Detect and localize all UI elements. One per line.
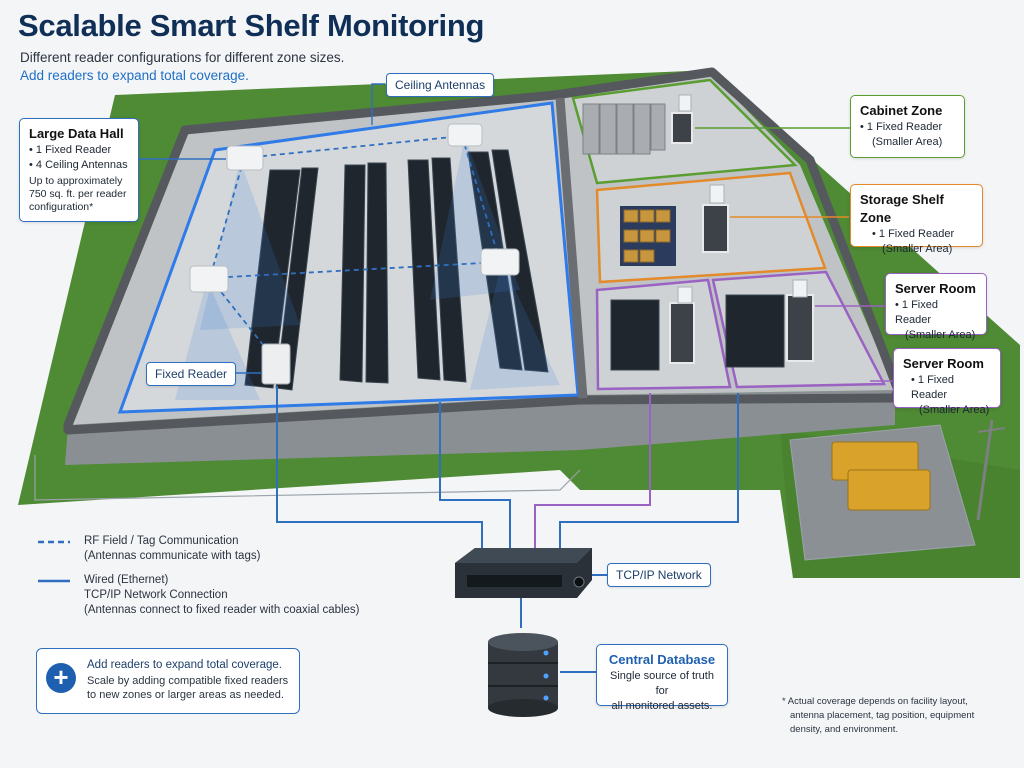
callout-title: Large Data Hall [29,126,124,141]
storage-zone-door [702,204,729,253]
page-title: Scalable Smart Shelf Monitoring [18,8,485,43]
callout-title: Storage Shelf Zone [860,192,944,225]
callout-note: Up to approximately [29,175,123,187]
scale-note: + Add readers to expand total coverage. … [36,648,300,714]
callout-storage-shelf-zone: Storage Shelf Zone • 1 Fixed Reader (Sma… [850,184,983,255]
page-subtitle: Different reader configurations for diff… [20,50,345,65]
scale-note-heading: Add readers to expand total coverage. [87,659,282,671]
generator-icon [847,469,931,511]
legend-wired-desc: TCP/IP Network Connection [84,589,228,601]
callout-tcp-ip-network: TCP/IP Network [607,563,711,587]
ceiling-antenna-icon [226,145,264,171]
callout-line: all monitored assets. [611,700,713,712]
utility-pole-icon [976,419,994,521]
callout-line: • 4 Ceiling Antennas [29,159,128,171]
database-icon [488,633,558,717]
page-subtitle-highlight: Add readers to expand total coverage. [20,68,249,83]
callout-title: Server Room [903,356,984,371]
server-room-2-racks [725,294,785,368]
callout-server-room-1: Server Room • 1 Fixed Reader (Smaller Ar… [885,273,987,341]
outer-wall [63,67,903,435]
scale-note-line: to new zones or larger areas as needed. [87,689,284,701]
callout-title: Cabinet Zone [860,103,943,118]
legend-rf-label: RF Field / Tag Communication [84,535,239,547]
callout-fixed-reader: Fixed Reader [146,362,237,386]
callout-ceiling-antennas: Ceiling Antennas [386,73,495,97]
callout-line: (Smaller Area) [919,404,990,416]
callout-line: (Smaller Area) [882,243,953,255]
callout-server-room-2: Server Room • 1 Fixed Reader (Smaller Ar… [893,348,1001,416]
data-hall-boundary [117,101,580,414]
footnote-line: * Actual coverage depends on facility la… [782,696,968,707]
server-room-1-racks [610,299,660,371]
callout-line: • 1 Fixed Reader [872,228,955,240]
scale-note-text: Add readers to expand total coverage. Sc… [87,658,292,702]
callout-line: • 1 Fixed Reader [860,121,943,133]
ceiling-antenna-icon [447,123,483,147]
callout-line: (Smaller Area) [872,136,943,148]
rf-dashed-links [209,135,501,361]
plus-icon: + [46,663,76,693]
callout-cabinet-zone: Cabinet Zone • 1 Fixed Reader (Smaller A… [850,95,965,158]
callout-central-database: Central Database Single source of truth … [596,644,728,712]
scale-note-line: Scale by adding compatible fixed readers [87,675,289,687]
building-foundation [65,390,895,465]
server-room-1-door [669,302,695,364]
legend-rf-desc: (Antennas communicate with tags) [84,550,261,562]
server-room-2-door [786,294,814,362]
legend-rf: RF Field / Tag Communication (Antennas c… [84,534,260,564]
footnote-line: antenna placement, tag position, equipme… [790,710,975,721]
callout-note: configuration* [29,201,94,213]
cabinet-units [582,103,666,155]
ceiling-antenna-icon [189,265,229,293]
divider-wall [555,97,588,399]
callout-line: Single source of truth for [610,670,714,697]
fixed-reader-icon [678,94,692,112]
network-switch-icon [455,548,592,598]
legend-wired-desc: (Antennas connect to fixed reader with c… [84,604,360,616]
utility-pole-crossarm [977,427,1006,433]
perimeter-fence [34,455,581,501]
fixed-reader-icon [261,343,291,385]
fixed-reader-icon [792,279,808,298]
footnote: * Actual coverage depends on facility la… [782,695,1012,737]
fixed-reader-icon [677,286,693,304]
ethernet-wires [276,386,739,673]
callout-large-data-hall: Large Data Hall • 1 Fixed Reader • 4 Cei… [19,118,139,222]
callout-line: • 1 Fixed Reader [911,374,954,401]
callout-title: Central Database [608,652,716,667]
fixed-reader-icon [709,184,725,204]
callout-title: Server Room [895,281,976,296]
cabinet-zone-door [671,112,693,144]
legend-wired-label: Wired (Ethernet) [84,574,169,586]
callout-line: • 1 Fixed Reader [895,299,938,326]
callout-line: (Smaller Area) [905,329,976,341]
ceiling-antenna-icon [480,248,520,276]
callout-note: 750 sq. ft. per reader [29,188,127,200]
callout-line: • 1 Fixed Reader [29,144,112,156]
server-rack-rows [244,149,549,391]
legend-wired: Wired (Ethernet) TCP/IP Network Connecti… [84,573,360,618]
storage-boxes [623,209,671,263]
footnote-line: density, and environment. [790,724,899,735]
